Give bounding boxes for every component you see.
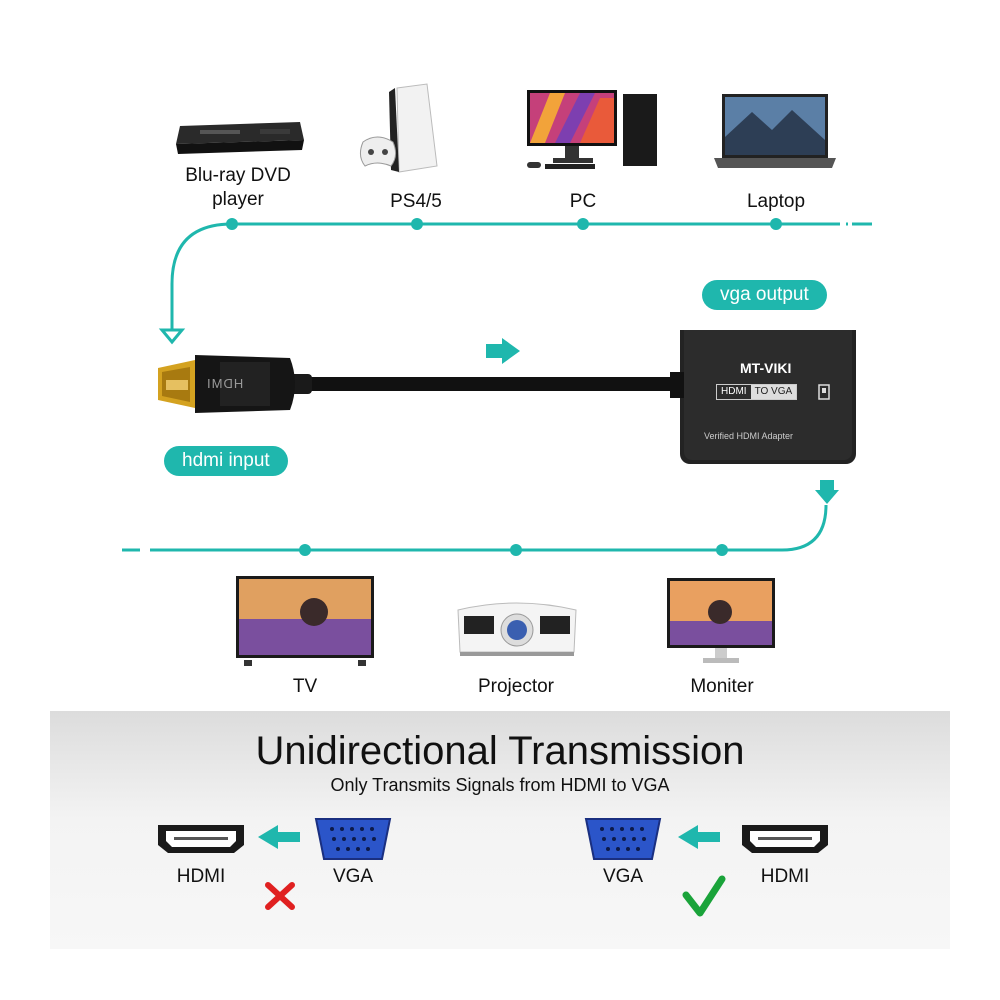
output-label-monitor: Moniter	[690, 676, 754, 697]
vga-connector-icon	[314, 818, 392, 860]
left-hdmi-label: HDMI	[176, 866, 226, 887]
connector-dot	[770, 218, 782, 230]
checkmark-icon	[682, 875, 726, 917]
left-vga-label: VGA	[332, 866, 374, 887]
arrow-left-icon	[678, 825, 720, 849]
arrow-right-icon	[486, 338, 520, 364]
output-label-tv: TV	[292, 676, 318, 697]
signal-flow-lines	[122, 222, 872, 552]
panel-subtitle: Only Transmits Signals from HDMI to VGA	[330, 775, 670, 795]
projector-icon	[457, 602, 577, 656]
output-label-projector: Projector	[477, 676, 555, 697]
arrow-down-icon	[815, 480, 839, 504]
source-label-ps: PS4/5	[390, 191, 442, 212]
right-vga-label: VGA	[602, 866, 644, 887]
hdmi-input-pill: hdmi input	[164, 446, 288, 476]
tv-icon	[236, 576, 374, 666]
bluray-player-icon	[176, 122, 304, 154]
source-label-bluray: Blu-ray DVD player	[185, 165, 291, 210]
right-hdmi-label: HDMI	[760, 866, 810, 887]
desktop-pc-icon	[527, 90, 657, 169]
hdmi-connector-icon	[158, 825, 244, 853]
hdmi-connector-icon	[742, 825, 828, 853]
connector-dot	[510, 544, 522, 556]
cross-icon	[265, 882, 295, 910]
adapter-brand: MT-VIKI	[740, 360, 792, 376]
monitor-icon	[667, 578, 775, 663]
vga-output-pill: vga output	[702, 280, 827, 310]
connector-dot	[226, 218, 238, 230]
adapter-tag-vga: TO VGA	[750, 385, 797, 399]
arrow-down-to-hdmi-icon	[158, 328, 186, 345]
connector-dot	[411, 218, 423, 230]
arrow-left-icon	[258, 825, 300, 849]
adapter-caption: Verified HDMI Adapter	[704, 431, 794, 441]
panel-title: Unidirectional Transmission	[255, 729, 745, 773]
laptop-icon	[714, 94, 836, 168]
adapter-tag: HDMI TO VGA	[716, 384, 798, 400]
source-label-laptop: Laptop	[746, 191, 806, 212]
game-console-icon	[359, 83, 438, 173]
connector-dot	[716, 544, 728, 556]
vga-connector-icon	[584, 818, 662, 860]
adapter-tag-hdmi: HDMI	[721, 386, 747, 397]
connector-dot	[299, 544, 311, 556]
source-label-pc: PC	[569, 191, 597, 212]
connector-dot	[577, 218, 589, 230]
cable-plug-text: HDMI	[206, 376, 244, 391]
transmission-panel: Unidirectional Transmission Only Transmi…	[50, 711, 950, 949]
